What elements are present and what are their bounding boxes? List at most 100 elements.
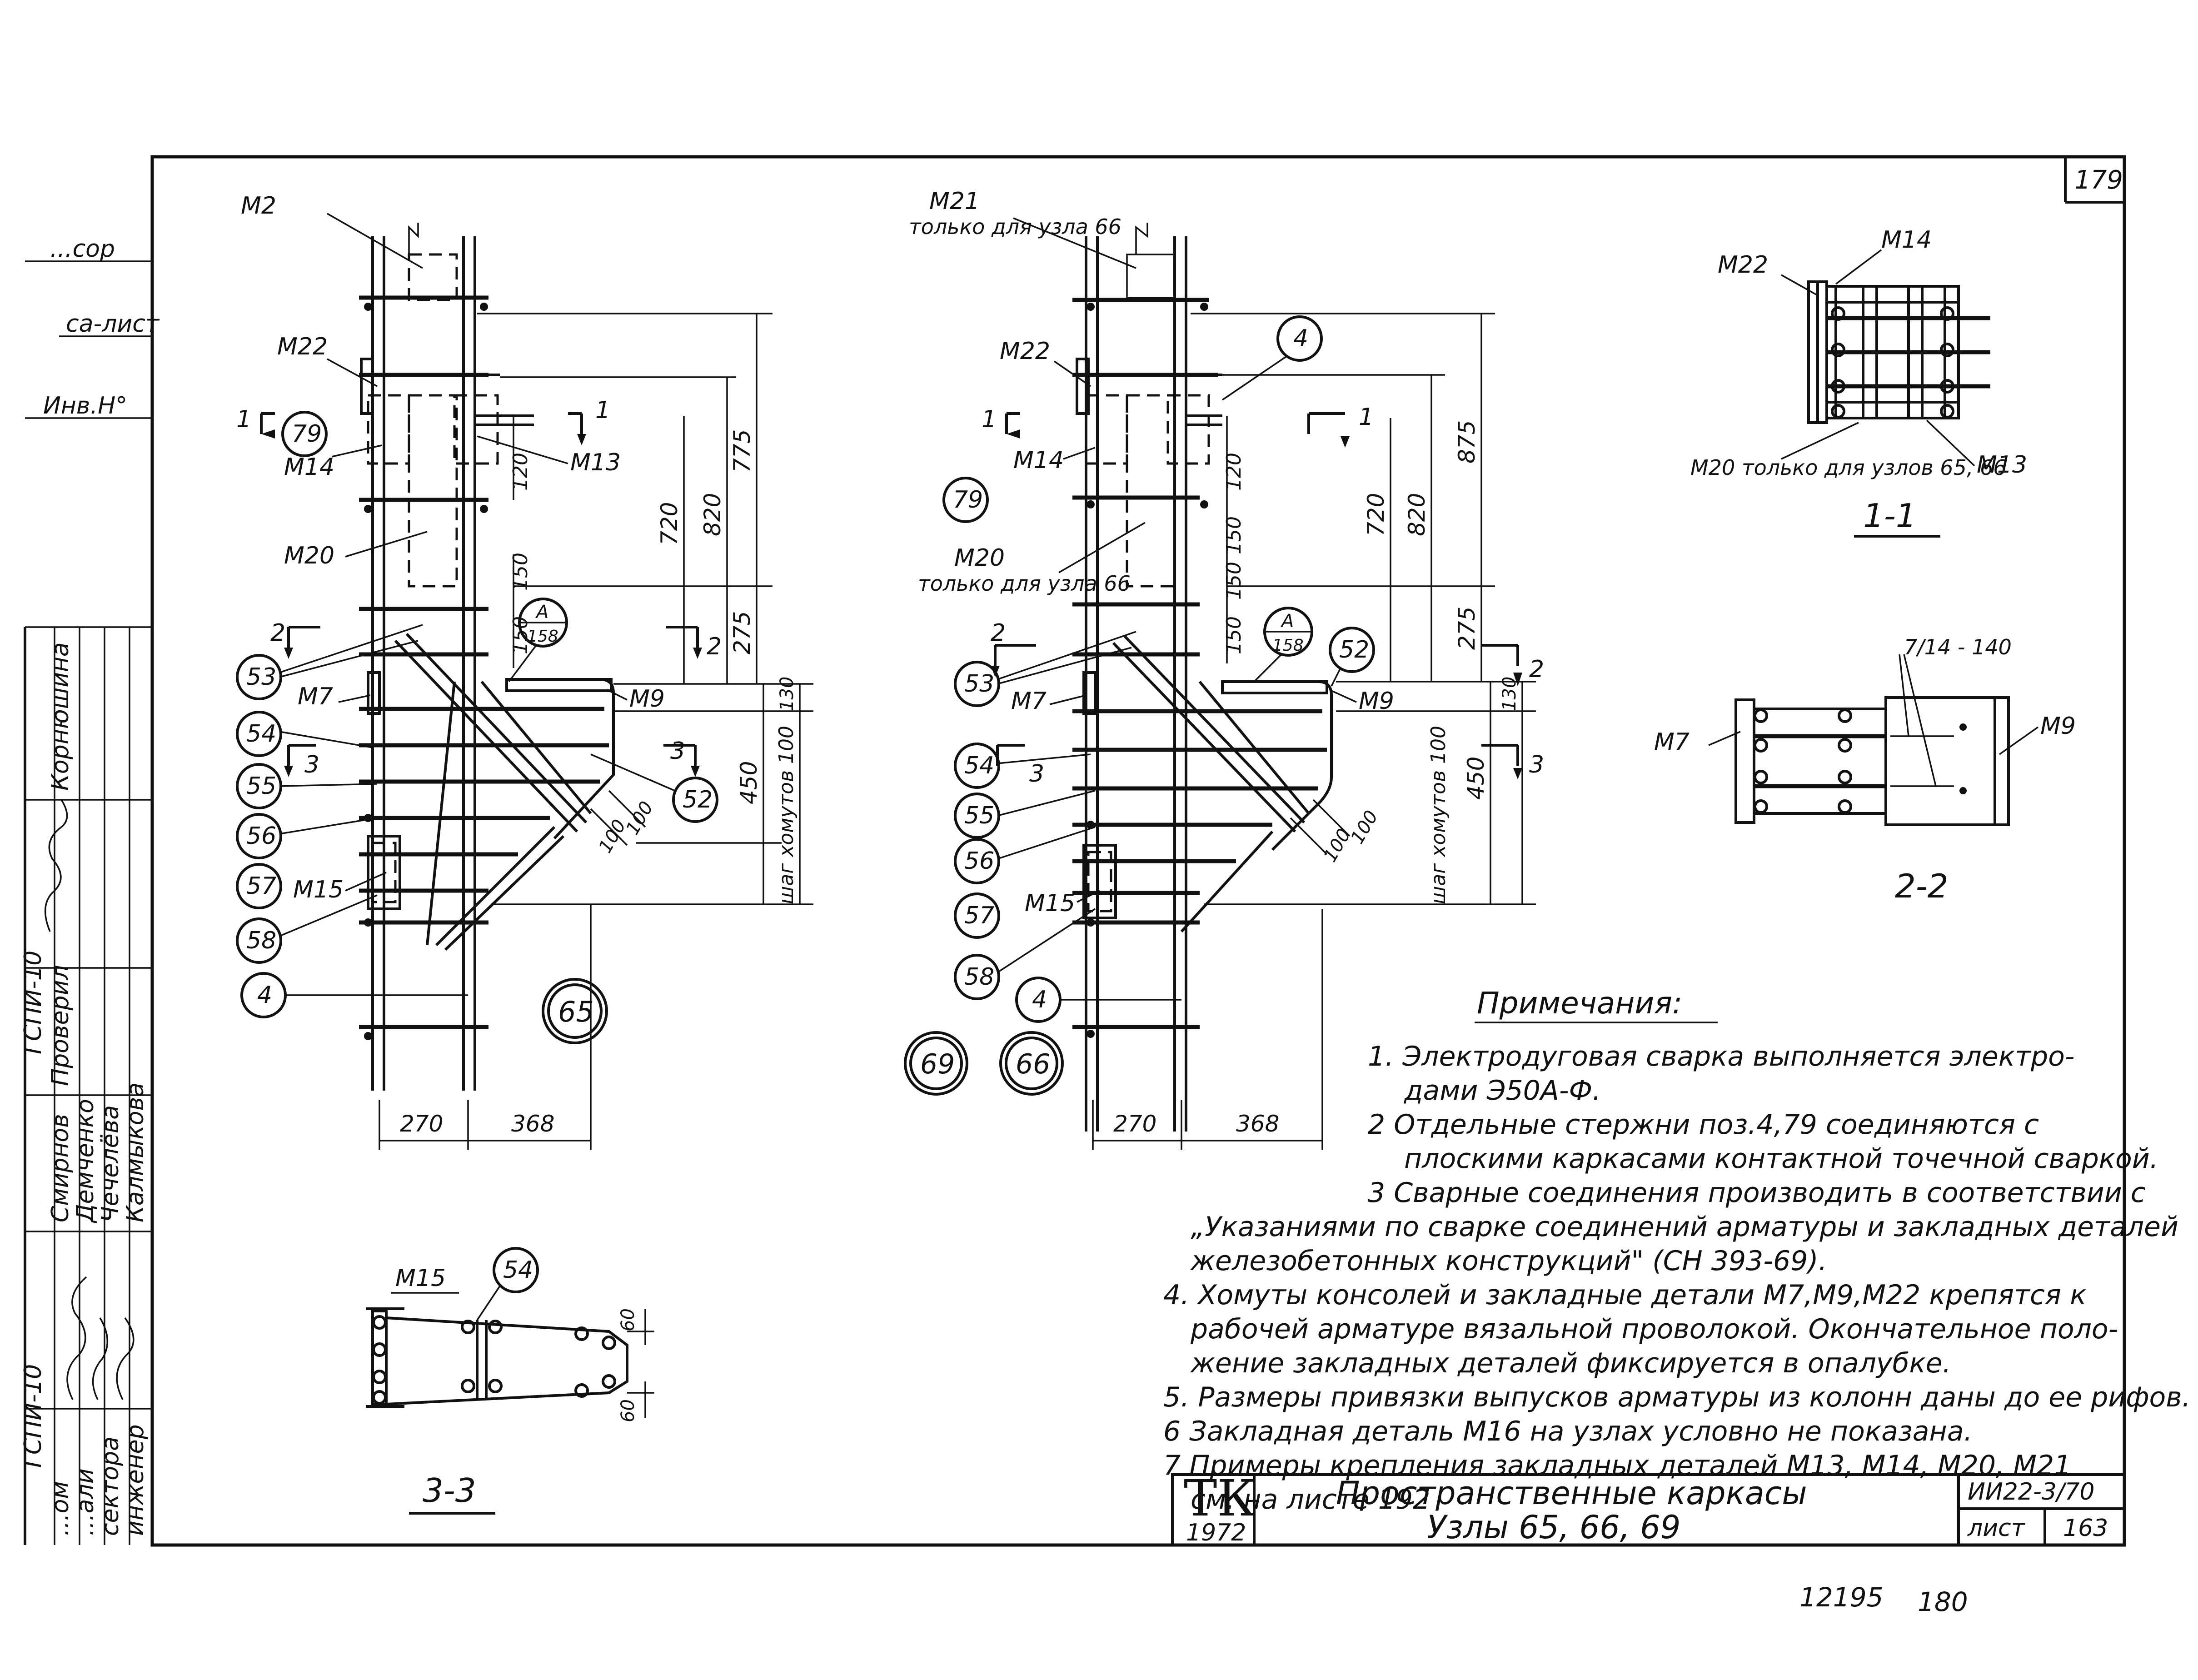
node-65-dim-150a: 150 [509, 553, 532, 591]
note-line-6: „Указаниями по сварке соединений арматур… [1191, 1211, 2178, 1243]
section-1-1: М22 М14 М20 только для узлов 65, 66 М13 … [1690, 226, 2027, 538]
stamp-role-1: ...ом [47, 1481, 74, 1536]
node-65-id: 65 [558, 995, 594, 1028]
node-65-dim-275: 275 [729, 611, 755, 654]
stamp-role-4: инженер [122, 1424, 149, 1536]
title-line-1: Пространственные каркасы [1336, 1475, 1807, 1512]
node-66-dim-875: 875 [1454, 420, 1480, 464]
node-66-dim-150b: 150 [1222, 562, 1246, 600]
approval-stamp: ГСПИ-10 Проверил Корнюшина ГСПИ-10 ...ом… [20, 626, 152, 1545]
node-65-dim-368: 368 [511, 1111, 554, 1137]
sec33-m15: М15 [395, 1265, 446, 1292]
callout-79b: 79 [953, 486, 983, 513]
node-66-dim-150a: 150 [1222, 516, 1246, 554]
node-65-dim-450: 450 [736, 761, 762, 804]
note-line-4: плоскими каркасами контактной точечной с… [1404, 1143, 2158, 1175]
sec11-m13: М13 [1977, 451, 2027, 479]
signature-2 [66, 1276, 87, 1400]
node-65-dim-100b: 100 [622, 798, 658, 838]
note-line-14: см. на листе 192 [1191, 1484, 1430, 1515]
note-line-11: 5. Размеры привязки выпусков арматуры из… [1163, 1381, 2191, 1413]
callout-52: 52 [683, 786, 713, 813]
node-65-m7: М7 [298, 683, 333, 710]
node-66-dim-720: 720 [1363, 493, 1389, 536]
sec33-title: 3-3 [423, 1471, 476, 1510]
sec22-weld: 7/14 - 140 [1904, 635, 2012, 659]
sec33-60a: 60 [618, 1308, 638, 1331]
sec22-m7: М7 [1654, 728, 1690, 756]
title-year: 1972 [1186, 1519, 1246, 1546]
node-65-callouts: 79 53 54 55 56 57 58 4 52 [236, 411, 718, 1044]
node-65-m15: М15 [293, 876, 344, 903]
callout-57b: 57 [964, 902, 994, 929]
sec33-54: 54 [503, 1256, 533, 1284]
signature-4 [116, 1317, 135, 1400]
callout-79: 79 [292, 420, 322, 448]
margin-label-3: Инв.Н° [43, 392, 127, 419]
notes-block: Примечания: 1. Электродуговая сварка вып… [1163, 986, 2191, 1515]
node-65-dim-720: 720 [656, 502, 683, 545]
node-66-dim-368: 368 [1236, 1111, 1279, 1137]
node-66-dim-120: 120 [1222, 453, 1246, 491]
stamp-checked: Проверил [47, 965, 74, 1086]
callout-54b: 54 [964, 752, 994, 779]
node-65-sec-1a: 1 [236, 406, 251, 433]
node-66-sec-1b: 1 [1359, 404, 1374, 431]
note-line-13: 7 Примеры крепления закладных деталей М1… [1163, 1450, 2071, 1481]
callout-55: 55 [246, 773, 276, 800]
node-66-callouts: 4 79 53 54 55 56 57 58 4 52 [904, 315, 1375, 1096]
callout-56b: 56 [964, 847, 994, 875]
node-66-m20-note: только для узла 66 [918, 571, 1131, 596]
node-66-m21: М21 [929, 188, 980, 215]
node-65-dim-130: 130 [777, 677, 797, 711]
node-65-m13: М13 [570, 449, 621, 476]
node-65-dim-120: 120 [509, 453, 532, 491]
node-66-m20: М20 [954, 544, 1005, 572]
note-line-12: 6 Закладная деталь М16 на узлах условно … [1163, 1416, 1973, 1447]
node-66-stirrups [1072, 298, 1327, 1029]
node-66-m7: М7 [1011, 688, 1047, 715]
sec11-m14: М14 [1881, 226, 1932, 254]
callout-56: 56 [246, 823, 276, 850]
title-logo: ТК [1184, 1469, 1256, 1527]
title-code: ИИ22-3/70 [1968, 1478, 2095, 1506]
node-66-dim-275: 275 [1454, 607, 1480, 650]
sec33-60b: 60 [618, 1399, 638, 1422]
node-65-m14: М14 [284, 454, 334, 481]
stamp-org-bottom: ГСПИ-10 [20, 1364, 47, 1468]
node-65-sec-3b: 3 [670, 738, 685, 765]
title-line-2: Узлы 65, 66, 69 [1427, 1509, 1680, 1546]
node-65-stirrups [359, 295, 609, 1029]
node-65-dim-270: 270 [400, 1111, 443, 1137]
stamp-name-4: Калмыкова [122, 1082, 149, 1222]
node-65-ref-a: А [535, 602, 548, 623]
node-66-dim-150c: 150 [1222, 616, 1246, 654]
sec11-m20: М20 только для узлов 65, 66 [1690, 455, 2007, 480]
node-65-sec-3a: 3 [304, 751, 319, 778]
node-66-ref-a: А [1280, 611, 1294, 632]
note-line-7: железобетонных конструкций" (СН 393-69). [1190, 1245, 1827, 1277]
note-line-9: рабочей арматуре вязальной проволокой. О… [1190, 1313, 2118, 1345]
title-block: ТК 1972 Пространственные каркасы Узлы 65… [1171, 1469, 2126, 1546]
note-line-5: 3 Сварные соединения производить в соотв… [1368, 1177, 2146, 1209]
node-65-m9: М9 [629, 685, 665, 713]
callout-58b: 58 [964, 963, 994, 991]
margin-label-1: ...сор [50, 235, 115, 263]
callout-53: 53 [246, 663, 276, 691]
callout-57: 57 [246, 872, 276, 900]
signature-1 [44, 799, 68, 932]
stamp-org-top: ГСПИ-10 [20, 951, 47, 1054]
note-line-10: жение закладных деталей фиксируется в оп… [1190, 1347, 1951, 1379]
margin-label-2: са-лист [66, 310, 160, 338]
node-66-sec-1a: 1 [982, 406, 997, 433]
node-65-labels: М2 М22 М14 М13 М20 М7 М9 М15 1 1 2 2 3 3… [236, 192, 798, 1137]
sec11-m22: М22 [1718, 251, 1768, 279]
node-66-m15: М15 [1025, 890, 1075, 917]
node-65-sec-1b: 1 [595, 397, 610, 424]
stamp-role-3: сектора [97, 1436, 124, 1536]
sec11-title: 1-1 [1863, 497, 1917, 535]
node-66-stirrup-step: шаг хомутов 100 [1427, 726, 1450, 904]
note-line-2: дами Э50А-Ф. [1404, 1075, 1601, 1107]
section-2-2: 7/14 - 140 М7 М9 2-2 [1654, 635, 2076, 905]
callout-4-top: 4 [1293, 325, 1308, 352]
